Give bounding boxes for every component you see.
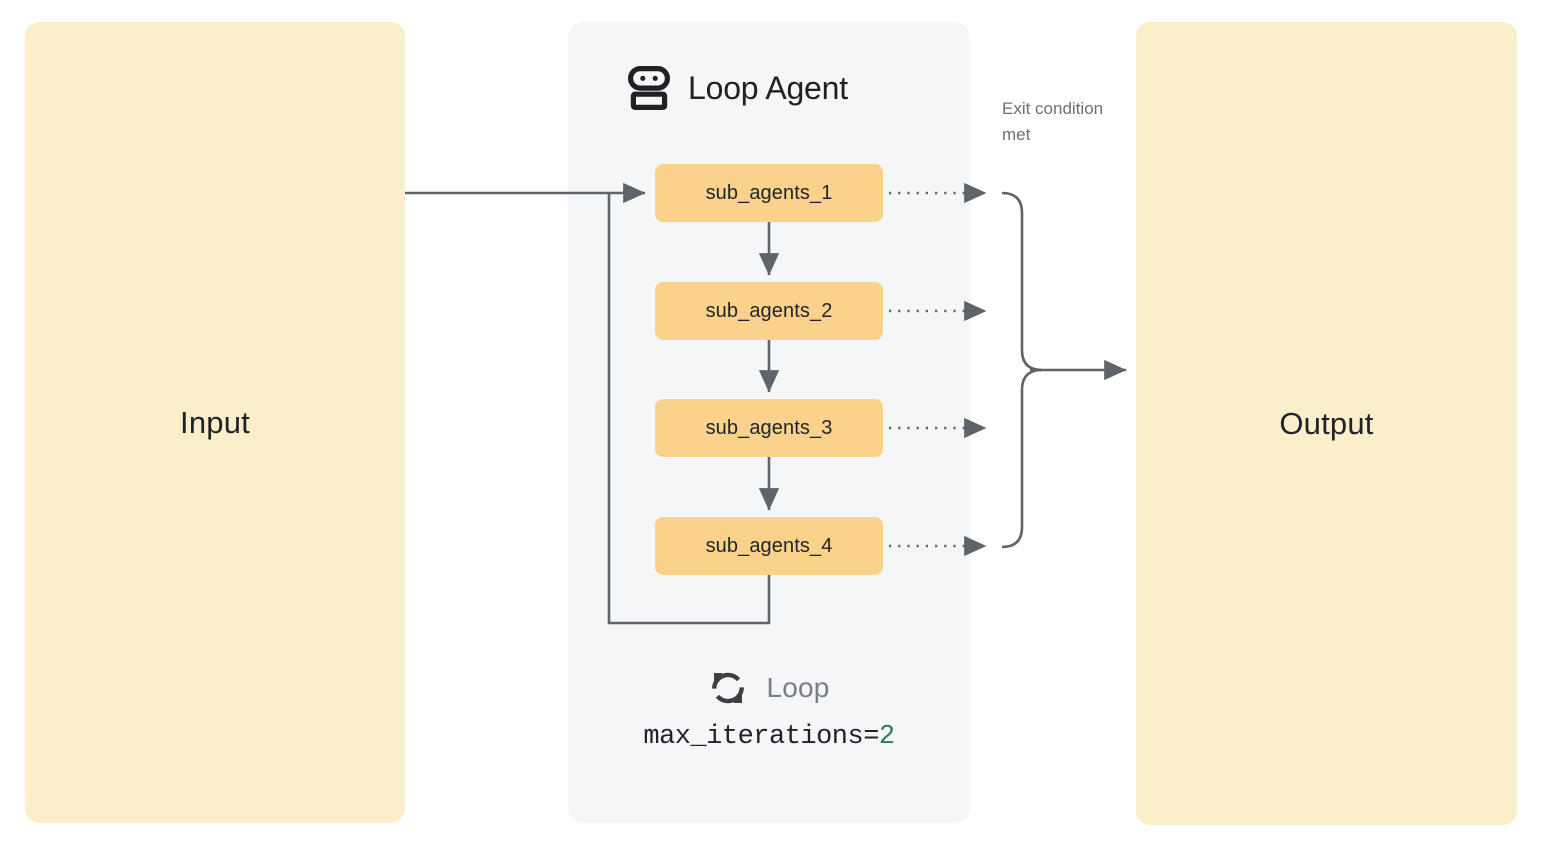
input-label: Input (180, 404, 250, 440)
loop-label: Loop (766, 672, 830, 703)
output-label: Output (1279, 405, 1374, 441)
loop-footer: Loop max_iterations=2 (568, 668, 970, 752)
loop-config-value: 2 (878, 722, 895, 752)
exit-condition-caption: Exit condition met (1002, 99, 1104, 144)
input-panel: Input (25, 22, 405, 823)
loop-config: max_iterations=2 (568, 722, 970, 752)
loop-row: Loop (568, 668, 970, 708)
loop-refresh-icon (708, 668, 748, 708)
robot-icon (628, 66, 670, 110)
sub-agent-box[interactable]: sub_agents_4 (655, 517, 883, 575)
sub-agent-label: sub_agents_1 (705, 181, 833, 204)
sub-agent-box[interactable]: sub_agents_1 (655, 164, 883, 222)
loop-config-key: max_iterations= (643, 722, 879, 752)
sub-agent-box[interactable]: sub_agents_2 (655, 282, 883, 340)
edge-exit-bracket (1001, 191, 1043, 549)
output-panel: Output (1136, 22, 1517, 825)
panel-header: Loop Agent (628, 66, 848, 110)
sub-agent-label: sub_agents_3 (705, 416, 833, 439)
sub-agent-label: sub_agents_2 (705, 299, 833, 322)
panel-title: Loop Agent (688, 69, 848, 106)
sub-agent-label: sub_agents_4 (705, 534, 833, 557)
sub-agent-box[interactable]: sub_agents_3 (655, 399, 883, 457)
